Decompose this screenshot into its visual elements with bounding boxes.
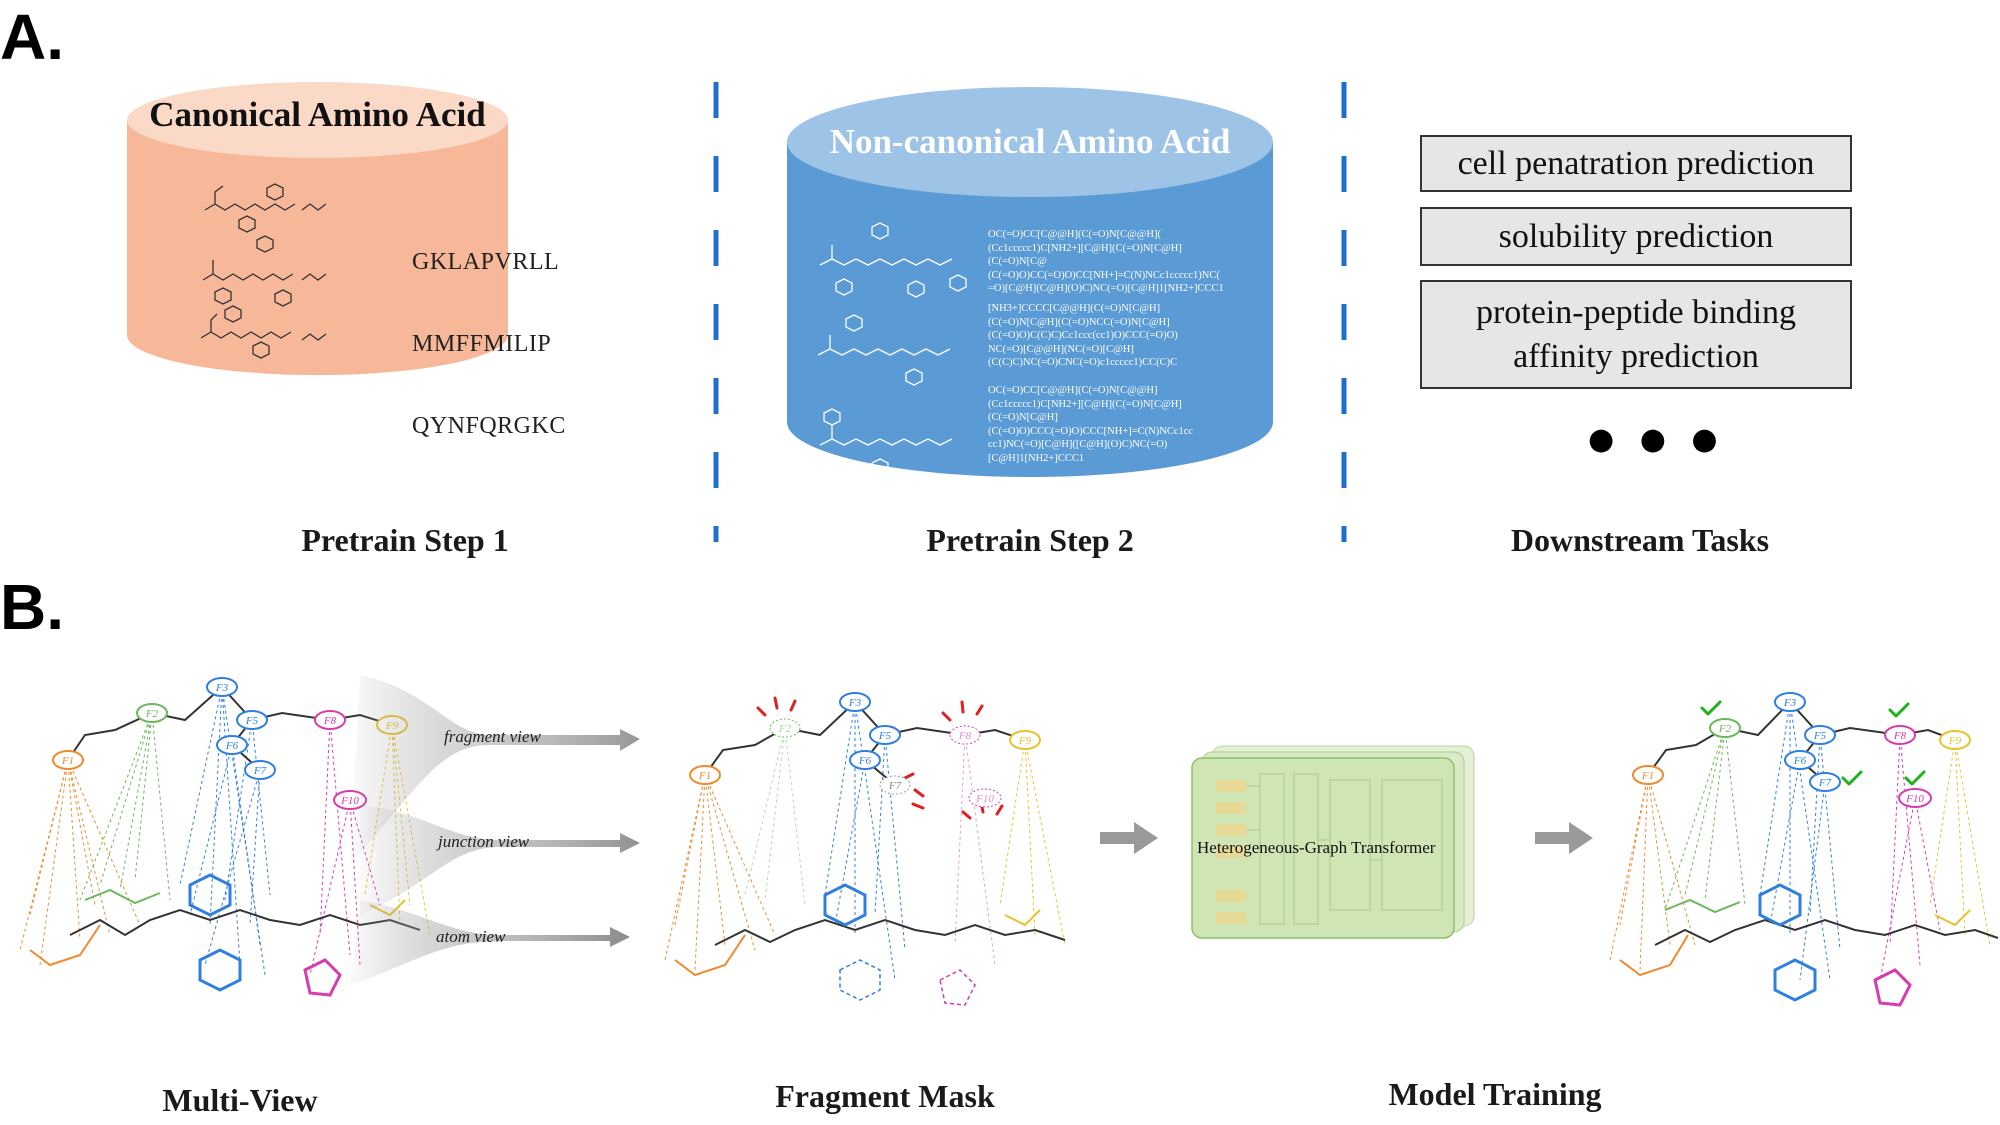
- arrow-to-model: [1100, 822, 1158, 854]
- svg-text:F10: F10: [1905, 793, 1924, 805]
- svg-text:F6: F6: [225, 740, 239, 752]
- svg-text:F7: F7: [888, 780, 902, 792]
- canonical-molecule-sketches: [200, 183, 296, 359]
- node-f1: F1: [61, 755, 74, 767]
- svg-text:F1: F1: [698, 770, 711, 782]
- noncanonical-title: Non-canonical Amino Acid: [829, 122, 1231, 161]
- pretrain-step-2-caption: Pretrain Step 2: [926, 522, 1134, 558]
- svg-text:F1: F1: [1641, 770, 1654, 782]
- fragment-view-label: fragment view: [444, 727, 541, 746]
- noncanonical-cylinder: [787, 87, 1273, 477]
- task-binding-affinity: protein-peptide binding affinity predict…: [1420, 280, 1852, 389]
- fragment-mask-caption: Fragment Mask: [775, 1078, 995, 1114]
- junction-view-label: junction view: [438, 832, 530, 851]
- task-solubility: solubility prediction: [1420, 207, 1852, 266]
- model-box: [1191, 745, 1475, 939]
- svg-text:F7: F7: [1818, 777, 1832, 789]
- multi-view-caption: Multi-View: [162, 1082, 318, 1118]
- separator-1: [713, 82, 719, 542]
- noncanonical-molecule-sketches: [817, 222, 967, 476]
- smiles-3: OC(=O)CC[C@@H](C(=O)N[C@@H] (Cc1ccccc1)C…: [988, 385, 1194, 464]
- view-arrows: [350, 675, 640, 985]
- svg-text:F3: F3: [215, 682, 229, 694]
- atom-view-label: atom view: [436, 927, 506, 946]
- sequence-3: QYNFQRGKC: [412, 413, 566, 439]
- svg-text:F8: F8: [323, 715, 337, 727]
- task-cell-penetration: cell penatration prediction: [1420, 135, 1852, 192]
- smiles-2: [NH3+]CCCC[C@@H](C(=O)N[C@H] (C(=O)N[C@H…: [988, 303, 1178, 368]
- multi-view-graph: F1 F2 F3 F5 F6 F7 F8 F9 F10: [19, 677, 431, 997]
- more-tasks-ellipsis: ● ● ●: [1588, 422, 1726, 457]
- svg-text:F2: F2: [778, 723, 792, 735]
- svg-text:F2: F2: [1718, 723, 1732, 735]
- panel-a-letter: A.: [0, 1, 64, 73]
- svg-text:F6: F6: [1793, 755, 1807, 767]
- svg-text:F3: F3: [1783, 697, 1797, 709]
- sequence-2: MMFFMILIP: [412, 331, 552, 357]
- svg-text:F7: F7: [253, 765, 267, 777]
- svg-text:F9: F9: [1948, 735, 1962, 747]
- svg-text:F10: F10: [975, 793, 994, 805]
- svg-text:F6: F6: [858, 755, 872, 767]
- fragment-mask-graph: F1 F2 F3 F5 F6 F7 F8 F9 F10: [664, 692, 1066, 1006]
- arrow-to-trained: [1535, 822, 1593, 854]
- canonical-cylinder: [127, 82, 508, 376]
- svg-text:F3: F3: [848, 697, 862, 709]
- canonical-title: Canonical Amino Acid: [149, 95, 486, 134]
- pretrain-step-1-caption: Pretrain Step 1: [301, 522, 509, 558]
- separator-2: [1341, 82, 1347, 542]
- panel-b-letter: B.: [0, 571, 64, 643]
- svg-text:F2: F2: [145, 708, 159, 720]
- svg-text:F5: F5: [245, 715, 259, 727]
- svg-text:F5: F5: [878, 730, 892, 742]
- svg-text:F8: F8: [958, 730, 972, 742]
- svg-text:F8: F8: [1893, 730, 1907, 742]
- sequence-1: GKLAPVRLL: [412, 249, 560, 275]
- model-label: Heterogeneous-Graph Transformer: [1197, 838, 1436, 857]
- downstream-caption: Downstream Tasks: [1510, 522, 1770, 558]
- smiles-1: OC(=O)CC[C@@H](C(=O)N[C@@H]( (Cc1ccccc1)…: [988, 229, 1224, 294]
- canonical-molecule-sketches-2: [301, 203, 327, 341]
- svg-text:F5: F5: [1813, 730, 1827, 742]
- svg-text:F9: F9: [1018, 735, 1032, 747]
- trained-graph: F1 F2 F3 F5 F6 F7 F8 F9 F10: [1609, 692, 1999, 1007]
- model-training-caption: Model Training: [1388, 1076, 1602, 1112]
